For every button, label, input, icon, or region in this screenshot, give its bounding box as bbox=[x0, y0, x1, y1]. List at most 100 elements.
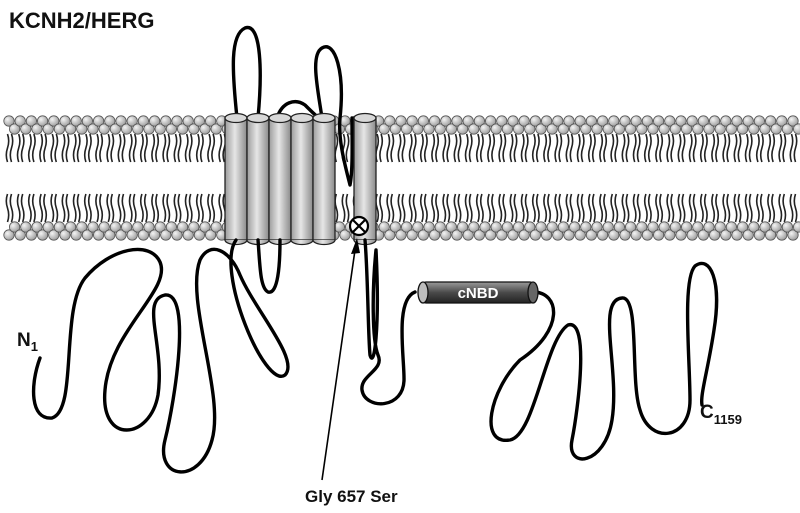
lipid-tail bbox=[341, 193, 346, 223]
lipid-head bbox=[529, 229, 542, 241]
lipid-head bbox=[568, 123, 581, 135]
lipid-tail bbox=[435, 133, 440, 163]
lipid-head bbox=[602, 123, 614, 135]
lipid-head bbox=[736, 221, 749, 233]
lipid-head bbox=[25, 229, 38, 241]
lipid-head bbox=[473, 229, 485, 241]
lipid-head bbox=[596, 229, 609, 241]
lipid-tail bbox=[681, 193, 686, 223]
lipid-head bbox=[445, 221, 457, 233]
lipid-head bbox=[692, 221, 704, 233]
lipid-head bbox=[210, 123, 222, 135]
lipid-head bbox=[25, 115, 38, 127]
lipid-head bbox=[697, 115, 710, 127]
lipid-head bbox=[126, 229, 138, 241]
lipid-head bbox=[563, 229, 575, 241]
lipid-tail bbox=[401, 193, 406, 223]
lipid-tail bbox=[771, 133, 776, 163]
lipid-head bbox=[624, 123, 637, 135]
lipid-tail bbox=[162, 133, 167, 163]
lipid-head bbox=[160, 229, 172, 241]
lipid-head bbox=[535, 123, 547, 135]
lipid-tail bbox=[647, 193, 652, 223]
lipid-head bbox=[776, 115, 788, 127]
lipid-tail bbox=[87, 133, 92, 163]
lipid-head bbox=[664, 115, 676, 127]
lipid-tail bbox=[558, 193, 563, 223]
lipid-tail bbox=[726, 193, 731, 223]
lipid-head bbox=[389, 123, 401, 135]
lipid-tail bbox=[737, 133, 742, 163]
lipid-tail bbox=[83, 193, 88, 223]
c-terminal-domain bbox=[360, 238, 719, 461]
lipid-head bbox=[384, 229, 396, 241]
lipid-head bbox=[731, 229, 743, 241]
lipid-tail bbox=[442, 133, 447, 163]
circle-cross-icon bbox=[348, 215, 370, 237]
lipid-tail bbox=[677, 133, 682, 163]
lipid-tail bbox=[692, 133, 697, 163]
lipid-tail bbox=[65, 133, 70, 163]
lipid-tail bbox=[715, 193, 720, 223]
lipid-head bbox=[440, 229, 452, 241]
lipid-tail bbox=[345, 133, 350, 163]
lipid-tail bbox=[446, 193, 451, 223]
lipid-head bbox=[708, 115, 721, 127]
lipid-tail bbox=[50, 133, 55, 163]
lipid-head bbox=[602, 221, 614, 233]
lipid-tail bbox=[139, 193, 144, 223]
lipid-head bbox=[412, 221, 424, 233]
lipid-tail bbox=[513, 133, 518, 163]
lipid-head bbox=[524, 221, 536, 233]
lipid-tail bbox=[565, 193, 570, 223]
upper-leaflet-tails bbox=[5, 133, 798, 163]
lipid-head bbox=[697, 229, 710, 241]
lipid-tail bbox=[659, 133, 664, 163]
lipid-head bbox=[496, 115, 508, 127]
lipid-tail bbox=[401, 133, 406, 163]
lipid-tail bbox=[666, 193, 671, 223]
lipid-head bbox=[400, 123, 413, 135]
lipid-head bbox=[177, 221, 189, 233]
lipid-tail bbox=[759, 193, 764, 223]
lipid-tail bbox=[569, 133, 574, 163]
lipid-head bbox=[776, 229, 788, 241]
lipid-head bbox=[748, 221, 760, 233]
lipid-tail bbox=[767, 133, 772, 163]
lipid-tail bbox=[397, 193, 402, 223]
lipid-tail bbox=[177, 193, 182, 223]
lipid-tail bbox=[188, 193, 193, 223]
lipid-tail bbox=[666, 133, 671, 163]
lipid-tail bbox=[386, 193, 391, 223]
lipid-tail bbox=[379, 133, 384, 163]
lipid-tail bbox=[121, 193, 126, 223]
lipid-tail bbox=[83, 133, 88, 163]
lipid-head bbox=[591, 221, 603, 233]
lipid-tail bbox=[16, 193, 21, 223]
lipid-tail bbox=[748, 193, 753, 223]
lipid-tail bbox=[390, 193, 395, 223]
lipid-tail bbox=[778, 133, 783, 163]
lipid-head bbox=[115, 115, 127, 127]
lipid-tail bbox=[16, 133, 21, 163]
lipid-head bbox=[585, 115, 598, 127]
lipid-tail bbox=[502, 193, 507, 223]
lipid-head bbox=[619, 115, 631, 127]
lipid-head bbox=[199, 123, 211, 135]
n-terminus-number: 1 bbox=[31, 339, 38, 354]
lipid-tail bbox=[20, 133, 25, 163]
lipid-head bbox=[48, 115, 60, 127]
lipid-tail bbox=[457, 193, 462, 223]
lipid-tail bbox=[558, 133, 563, 163]
lipid-head bbox=[748, 123, 760, 135]
mutation-label: Gly 657 Ser bbox=[305, 487, 398, 506]
lipid-head bbox=[70, 229, 82, 241]
lipid-tail bbox=[99, 193, 104, 223]
lipid-head bbox=[613, 221, 626, 233]
lipid-tail bbox=[744, 193, 749, 223]
lipid-tail bbox=[27, 133, 32, 163]
lipid-head bbox=[109, 123, 122, 135]
lipid-tail bbox=[72, 193, 77, 223]
lipid-tail bbox=[39, 133, 44, 163]
lipid-head bbox=[462, 229, 474, 241]
